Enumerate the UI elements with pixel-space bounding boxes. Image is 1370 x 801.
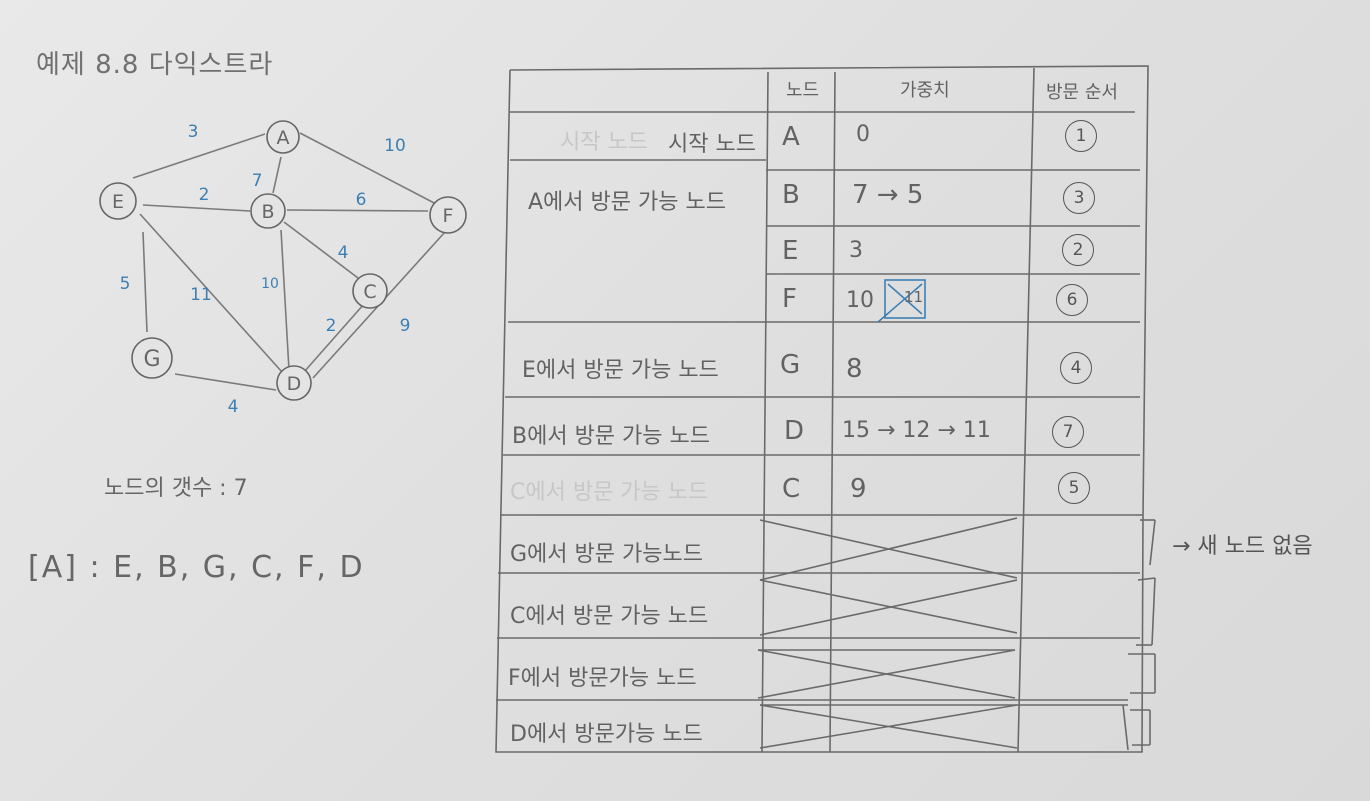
page-title: 예제 8.8 다익스트라 xyxy=(36,50,274,80)
edge-weight-e-b: 2 xyxy=(199,185,210,205)
header-node: 노드 xyxy=(786,80,820,101)
row-from-a-desc: A에서 방문 가능 노드 xyxy=(528,190,726,215)
row-b-node: B xyxy=(782,180,800,210)
row-c-node: C xyxy=(782,474,801,504)
row-a-node: A xyxy=(782,122,800,152)
edge-B-C xyxy=(283,221,359,279)
row-from-f-desc: F에서 방문가능 노드 xyxy=(508,666,697,691)
row-f-node: F xyxy=(782,284,797,314)
row-from-e-desc: E에서 방문 가능 노드 xyxy=(522,358,719,383)
row-b-order: 3 xyxy=(1063,182,1095,214)
node-label-a: A xyxy=(277,127,290,149)
graph-diagram: A B C D E F G 3 10 7 2 6 4 5 11 10 2 9 4 xyxy=(99,120,467,417)
row-a-order: 1 xyxy=(1065,120,1097,152)
row-d-node: D xyxy=(784,416,805,446)
edge-B-D xyxy=(280,229,290,371)
row-f-weight-crossed: 11 xyxy=(904,288,924,306)
row-c-weight: 9 xyxy=(850,474,867,504)
header-order: 방문 순서 xyxy=(1046,82,1118,103)
row-from-g-desc: G에서 방문 가능노드 xyxy=(510,542,703,567)
row-f-weight: 10 xyxy=(846,288,874,313)
node-count-text: 노드의 갯수 : 7 xyxy=(104,476,248,501)
node-label-d: D xyxy=(287,373,302,395)
row-g-weight: 8 xyxy=(846,354,863,384)
row-c-order: 5 xyxy=(1058,472,1090,504)
row-g-order: 4 xyxy=(1060,352,1092,384)
row-d-order: 7 xyxy=(1052,416,1084,448)
row-e-order: 2 xyxy=(1062,234,1094,266)
edge-A-B xyxy=(272,156,282,194)
edge-B-F xyxy=(286,209,429,212)
row-e-node: E xyxy=(782,236,799,266)
edge-weight-e-g: 5 xyxy=(120,274,131,294)
edge-A-F xyxy=(299,132,439,206)
edge-weight-c-d: 2 xyxy=(326,316,337,336)
edge-weight-e-d: 11 xyxy=(190,285,212,305)
edge-weight-f-d: 9 xyxy=(400,316,411,336)
row-from-d-desc: D에서 방문가능 노드 xyxy=(510,722,703,747)
row-from-b-desc: B에서 방문 가능 노드 xyxy=(512,424,710,449)
row-g-node: G xyxy=(780,350,801,380)
node-label-b: B xyxy=(261,201,274,223)
no-new-node-note: → 새 노드 없음 xyxy=(1172,534,1313,559)
node-label-e: E xyxy=(112,191,124,213)
row-from-c-desc: C에서 방문 가능 노드 xyxy=(510,480,709,505)
edge-weight-a-b: 7 xyxy=(252,171,263,191)
edge-E-B xyxy=(142,204,251,212)
edge-E-G xyxy=(142,231,148,333)
edge-weight-a-f: 10 xyxy=(384,136,406,156)
edge-weight-e-a: 3 xyxy=(188,122,199,142)
row-e-weight: 3 xyxy=(849,238,863,263)
row-d-weight: 15 → 12 → 11 xyxy=(842,418,991,443)
adjacency-list-text: [A] : E, B, G, C, F, D xyxy=(28,550,365,585)
row-a-weight: 0 xyxy=(856,122,870,147)
edge-E-D xyxy=(139,213,283,373)
edge-weight-b-d: 10 xyxy=(261,276,279,292)
row-start-desc: 시작 노드 xyxy=(668,132,756,157)
edge-weight-g-d: 4 xyxy=(228,397,239,417)
header-weight: 가중치 xyxy=(900,80,950,101)
edge-E-A xyxy=(132,133,266,179)
row-from-c2-desc: C에서 방문 가능 노드 xyxy=(510,604,709,629)
node-label-f: F xyxy=(443,205,454,227)
row-b-weight: 7 → 5 xyxy=(852,180,924,210)
edge-weight-b-c: 4 xyxy=(338,243,349,263)
row-start-faded: 시작 노드 xyxy=(560,130,648,155)
node-label-g: G xyxy=(143,347,160,372)
row-f-order: 6 xyxy=(1056,284,1088,316)
edge-weight-b-f: 6 xyxy=(356,190,367,210)
edge-C-D xyxy=(303,303,365,373)
edge-G-D xyxy=(174,373,277,391)
node-label-c: C xyxy=(363,281,376,303)
